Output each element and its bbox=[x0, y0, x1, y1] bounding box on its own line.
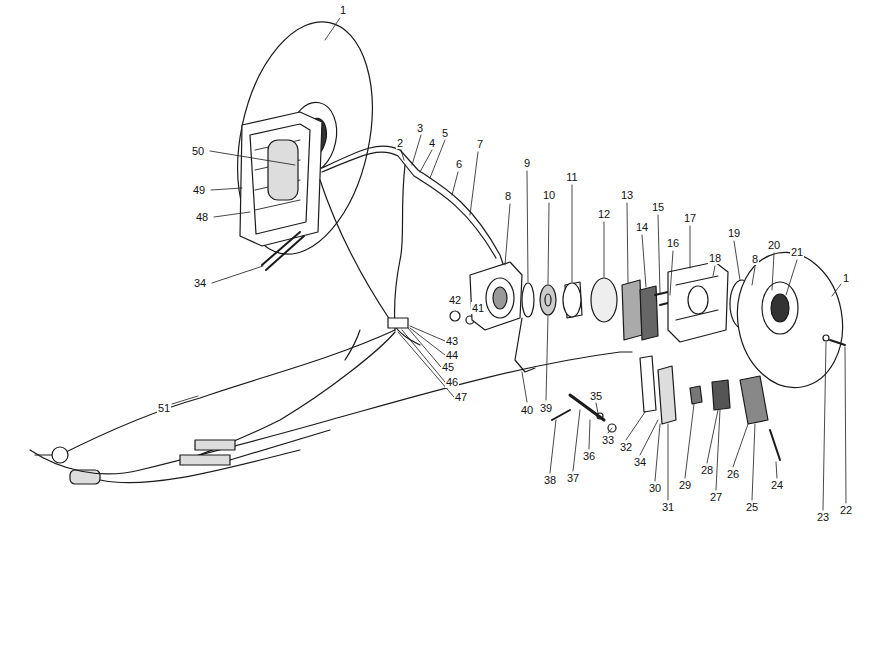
callout-number: 12 bbox=[597, 208, 611, 220]
callout-number: 51 bbox=[157, 402, 171, 414]
callout-number: 47 bbox=[454, 391, 468, 403]
callout-number: 44 bbox=[445, 349, 459, 361]
callout-number: 48 bbox=[195, 211, 209, 223]
callout-number: 45 bbox=[441, 361, 455, 373]
callout-number: 34 bbox=[193, 277, 207, 289]
callout-number: 1 bbox=[339, 4, 347, 16]
callout-number: 50 bbox=[191, 145, 205, 157]
callout-number: 8 bbox=[751, 253, 759, 265]
callout-number: 14 bbox=[635, 221, 649, 233]
callout-number: 35 bbox=[589, 390, 603, 402]
callout-number: 27 bbox=[709, 491, 723, 503]
callout-number: 37 bbox=[566, 472, 580, 484]
callout-number: 10 bbox=[542, 189, 556, 201]
callout-number: 21 bbox=[790, 246, 804, 258]
callout-number: 32 bbox=[619, 441, 633, 453]
callout-number: 5 bbox=[441, 127, 449, 139]
callout-number: 25 bbox=[745, 501, 759, 513]
callout-number: 17 bbox=[683, 212, 697, 224]
callout-number: 7 bbox=[476, 138, 484, 150]
callout-number: 39 bbox=[539, 402, 553, 414]
callout-number: 18 bbox=[708, 252, 722, 264]
callout-number: 9 bbox=[523, 157, 531, 169]
callout-number: 36 bbox=[582, 450, 596, 462]
callout-number: 33 bbox=[601, 434, 615, 446]
callout-number: 2 bbox=[396, 137, 404, 149]
callout-number: 23 bbox=[816, 511, 830, 523]
callout-number: 49 bbox=[192, 184, 206, 196]
callout-number: 34 bbox=[633, 456, 647, 468]
callout-number: 26 bbox=[726, 468, 740, 480]
callout-number: 46 bbox=[445, 376, 459, 388]
callout-number: 15 bbox=[651, 201, 665, 213]
callout-number: 31 bbox=[661, 501, 675, 513]
callout-number: 11 bbox=[565, 171, 578, 183]
callout-number: 3 bbox=[416, 122, 424, 134]
callout-number: 16 bbox=[666, 237, 680, 249]
callout-number: 8 bbox=[504, 190, 512, 202]
callout-number: 20 bbox=[767, 239, 781, 251]
callout-number: 40 bbox=[520, 404, 534, 416]
callout-number: 19 bbox=[727, 227, 741, 239]
callout-number: 30 bbox=[648, 482, 662, 494]
callout-number: 41 bbox=[471, 302, 485, 314]
callout-number: 1 bbox=[842, 272, 850, 284]
callout-number: 24 bbox=[770, 479, 784, 491]
callout-number: 4 bbox=[428, 137, 436, 149]
callout-number: 13 bbox=[620, 189, 634, 201]
callout-number: 22 bbox=[839, 504, 853, 516]
callout-number: 42 bbox=[448, 294, 462, 306]
callout-number: 6 bbox=[455, 158, 463, 170]
callout-number: 43 bbox=[445, 335, 459, 347]
callout-number: 28 bbox=[700, 464, 714, 476]
callout-number: 29 bbox=[678, 479, 692, 491]
callout-number: 38 bbox=[543, 474, 557, 486]
